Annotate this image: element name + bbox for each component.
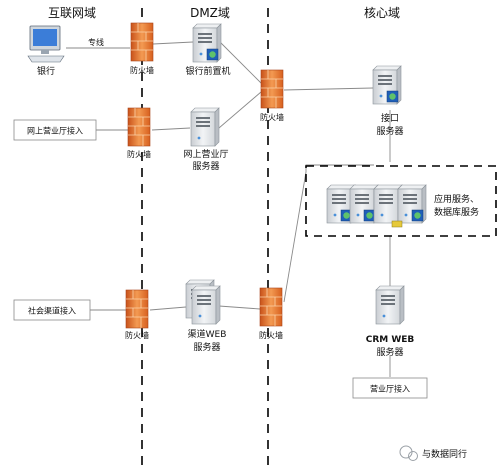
hall-access-label: 营业厅接入 (370, 384, 410, 394)
channel-web-label-line1: 渠道WEB (188, 328, 227, 340)
online-hall-server-icon (190, 107, 220, 147)
firewall-icon (260, 69, 284, 109)
crm-web-server-icon (375, 285, 405, 325)
bank-label: 银行 (37, 65, 55, 77)
firewall-icon (130, 22, 154, 62)
zone-title-core: 核心域 (364, 6, 400, 20)
app-db-cluster-box (305, 165, 497, 237)
hall-access-box (352, 377, 428, 399)
firewall-label: 防火墙 (127, 149, 151, 159)
online-hall-access-label: 网上营业厅接入 (27, 126, 83, 136)
interface-server-icon (373, 66, 401, 104)
social-channel-access-box (13, 299, 91, 321)
firewall-label: 防火墙 (130, 65, 154, 75)
interface-server-label-line2: 服务器 (376, 125, 403, 137)
crm-web-label-line2: 服务器 (376, 346, 403, 358)
db-disk-icon (391, 220, 403, 228)
social-channel-access-label: 社会渠道接入 (28, 306, 76, 316)
app-db-label-line2: 数据库服务 (434, 206, 479, 218)
watermark-text: 与数据同行 (422, 448, 467, 460)
zone-title-internet: 互联网域 (48, 6, 96, 20)
db-server-icon (398, 185, 426, 223)
app-db-label-line1: 应用服务、 (434, 193, 479, 205)
online-hall-server-label-line1: 网上营业厅 (183, 148, 228, 160)
watermark: 与数据同行 (399, 445, 467, 461)
firewall-label: 防火墙 (125, 330, 149, 340)
firewall-icon (125, 289, 149, 329)
firewall-label: 防火墙 (260, 112, 284, 122)
online-hall-server-label-line2: 服务器 (192, 160, 219, 172)
firewall-icon (259, 287, 283, 327)
bank-computer-icon (27, 25, 65, 63)
bank-frontend-label: 银行前置机 (185, 65, 230, 77)
channel-web-label-line2: 服务器 (193, 341, 220, 353)
channel-web-server-icon (191, 285, 221, 325)
bank-frontend-server-icon (193, 24, 221, 62)
interface-server-label-line1: 接口 (381, 112, 399, 124)
firewall-icon (127, 107, 151, 147)
zone-title-dmz: DMZ域 (190, 6, 230, 20)
online-hall-access-box (13, 119, 97, 141)
crm-web-label-line1: CRM WEB (366, 335, 415, 345)
connection-lines (66, 41, 391, 377)
dedicated-line-label: 专线 (88, 37, 104, 47)
firewall-label: 防火墙 (259, 330, 283, 340)
